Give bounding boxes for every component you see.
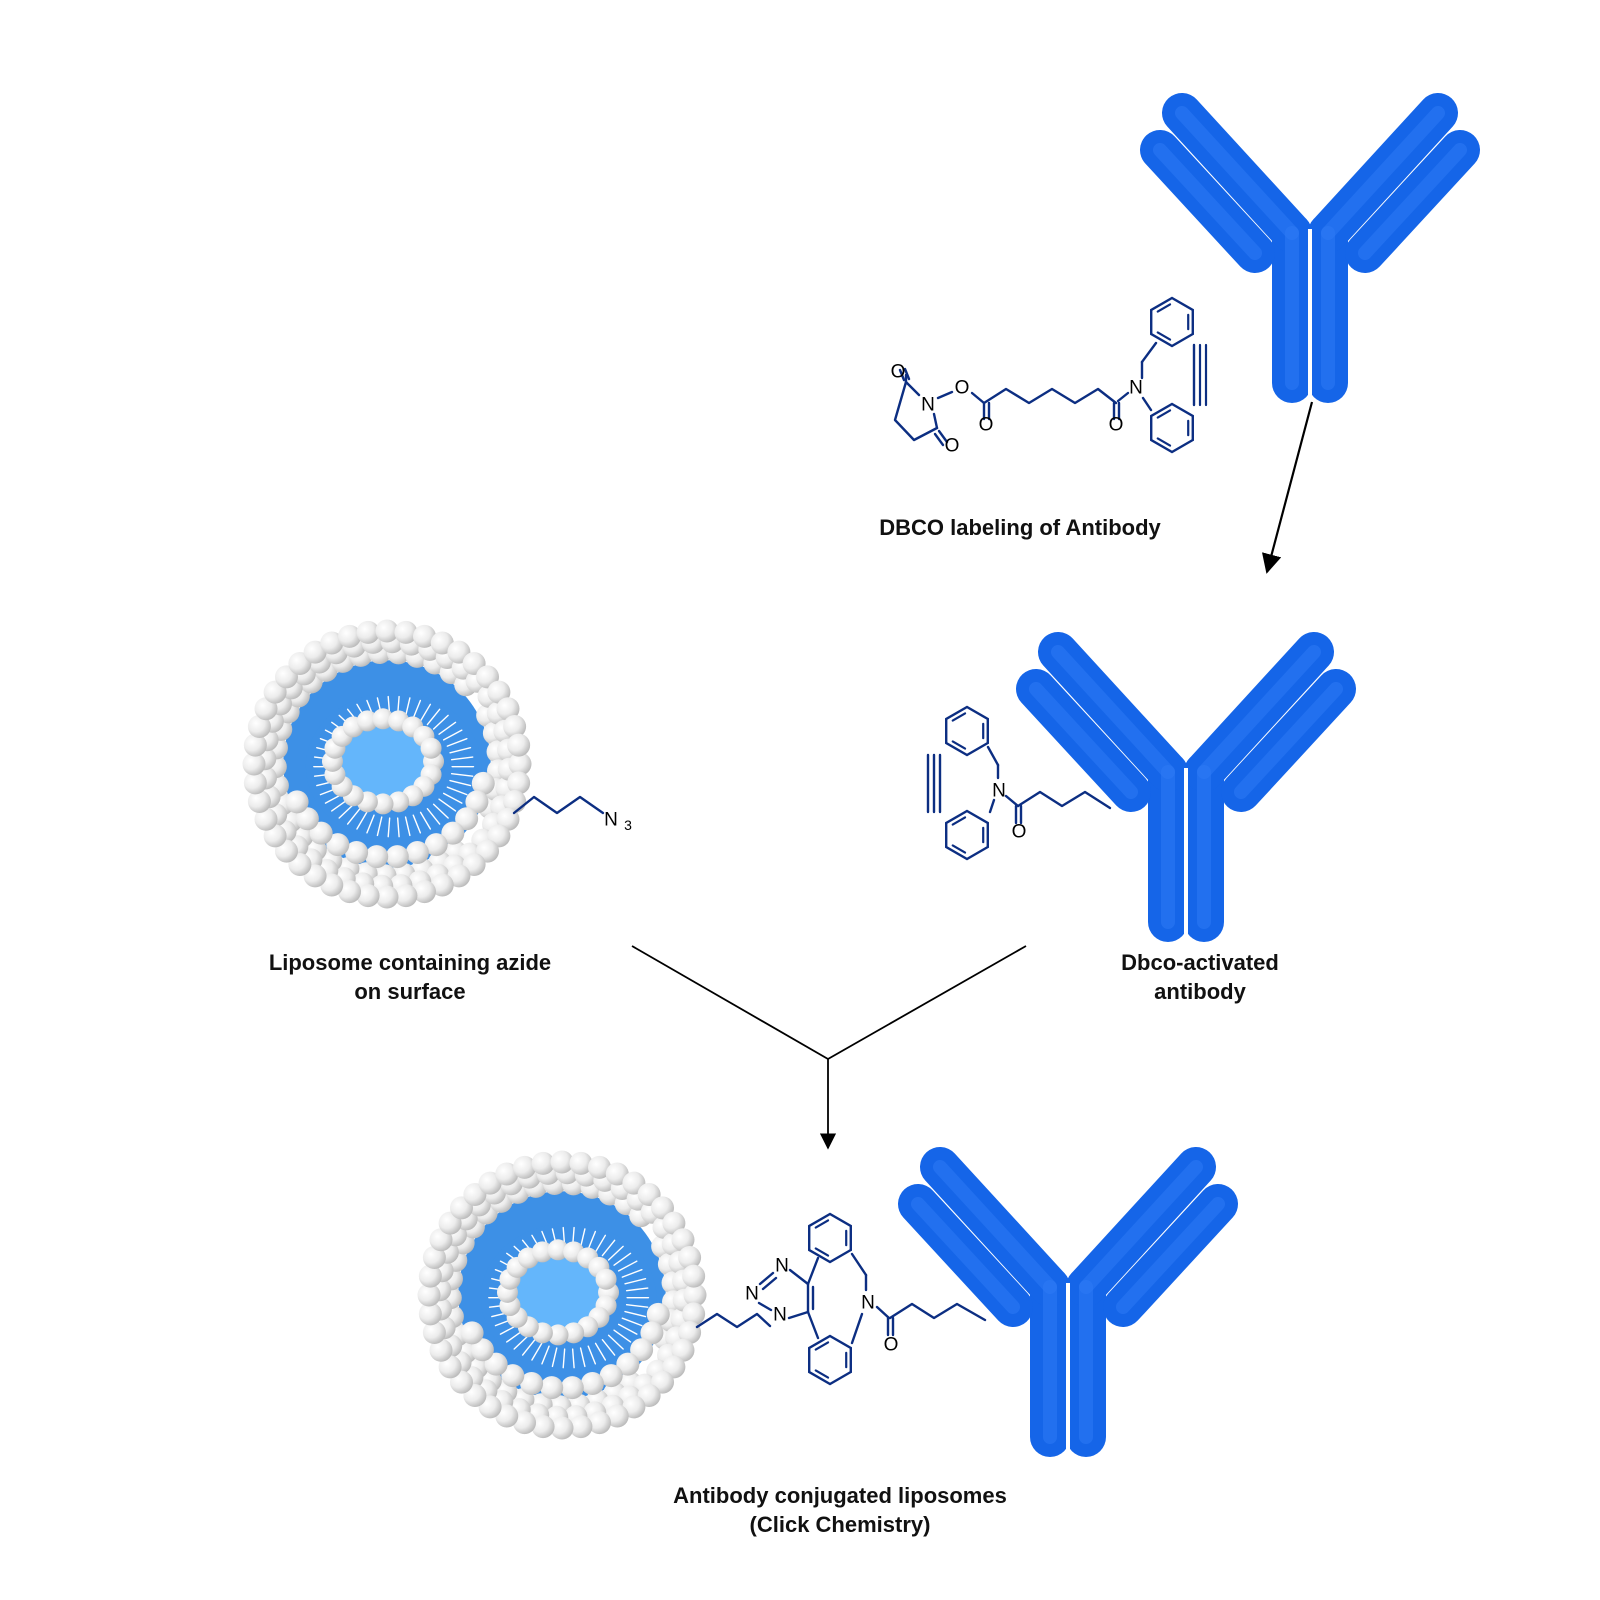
n-label-dbco: N [1129, 378, 1143, 399]
azide-subscript: 3 [624, 817, 632, 833]
n-label-triazole-3: N [775, 1256, 789, 1277]
n-label-triazole-1: N [773, 1305, 787, 1326]
merge-arrow [631, 945, 1027, 1150]
caption-product-line1: Antibody conjugated liposomes [673, 1483, 1007, 1508]
o-label-ester-carbonyl: O [979, 415, 994, 436]
azide-n-label: N [604, 810, 618, 831]
antibody-top [1140, 93, 1480, 403]
n-label-succinimide: N [921, 395, 935, 416]
antibody-middle [1016, 632, 1356, 942]
n-label-triazole-2: N [745, 1284, 759, 1305]
o-label-ester: O [955, 378, 970, 399]
o-label-dbco-mid: O [1012, 822, 1027, 843]
caption-liposome-line1: Liposome containing azide [268, 950, 552, 975]
liposome-left [242, 619, 532, 909]
o-label-product: O [884, 1335, 899, 1356]
caption-activated-antibody: Dbco-activated antibody [1080, 948, 1320, 1006]
caption-product: Antibody conjugated liposomes (Click Che… [640, 1481, 1040, 1539]
o-label-succinimide-2: O [945, 436, 960, 457]
caption-activated-line1: Dbco-activated [1121, 950, 1279, 975]
caption-activated-line2: antibody [1154, 979, 1246, 1004]
antibody-product [898, 1147, 1238, 1457]
arrow-dbco-labeling [1261, 401, 1314, 574]
caption-liposome-line2: on surface [354, 979, 466, 1004]
o-label-amide: O [1109, 415, 1124, 436]
liposome-core [332, 720, 434, 803]
caption-product-line2: (Click Chemistry) [749, 1512, 931, 1537]
caption-dbco-labeling: DBCO labeling of Antibody [820, 513, 1220, 542]
o-label-succinimide-1: O [891, 362, 906, 383]
n-label-dbco-mid: N [992, 781, 1006, 802]
caption-dbco-labeling-text: DBCO labeling of Antibody [879, 515, 1161, 540]
liposome-core [507, 1251, 609, 1334]
liposome-product [417, 1150, 707, 1440]
dbco-linker-molecule: NO [926, 705, 1112, 861]
n-label-product: N [861, 1293, 875, 1314]
caption-liposome: Liposome containing azide on surface [230, 948, 590, 1006]
